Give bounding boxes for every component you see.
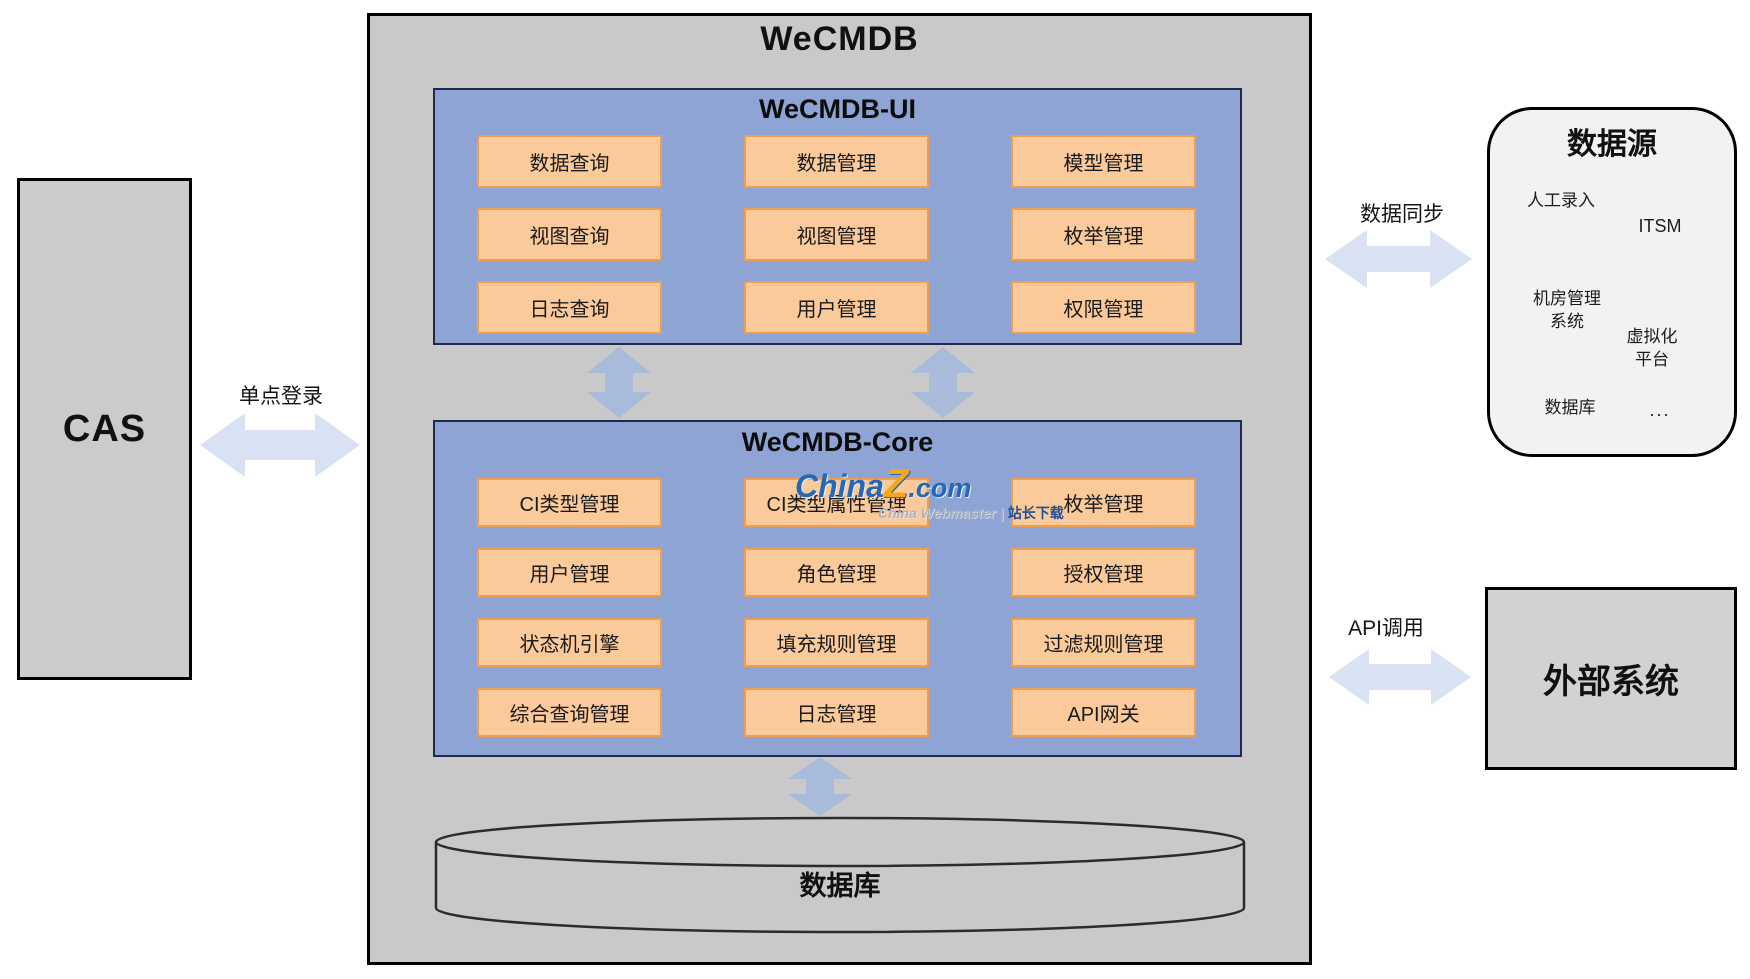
ui-module-button: 用户管理 [744, 281, 929, 334]
wecmdb-ui-title: WeCMDB-UI [759, 94, 916, 124]
data-source-title: 数据源 [1567, 128, 1657, 161]
ui-module-button: 视图查询 [477, 208, 662, 261]
core-module-grid: CI类型管理 CI类型属性管理 枚举管理 用户管理 角色管理 授权管理 状态机引… [477, 478, 1196, 737]
core-module-button: 角色管理 [744, 548, 929, 597]
ui-module-button: 数据查询 [477, 135, 662, 188]
watermark-subtext-en: China Webmaster | [878, 505, 1008, 521]
watermark-brand-z: Z [883, 462, 909, 506]
cas-label: CAS [62, 407, 147, 450]
watermark-brand-china: China [795, 468, 884, 504]
sso-double-arrow-icon [200, 413, 360, 477]
core-module-button: 填充规则管理 [744, 618, 929, 667]
core-module-button: 授权管理 [1011, 548, 1196, 597]
data-sync-label: 数据同步 [1360, 203, 1444, 226]
data-source-item: 数据库 [1544, 398, 1596, 417]
ui-module-button: 日志查询 [477, 281, 662, 334]
watermark-subtext-cn: 站长下载 [1007, 505, 1064, 521]
data-source-box [1487, 107, 1737, 457]
core-module-button: CI类型属性管理 [744, 478, 929, 527]
ui-module-button: 数据管理 [744, 135, 929, 188]
database-label: 数据库 [799, 871, 881, 901]
ui-module-button: 权限管理 [1011, 281, 1196, 334]
core-module-button: API网关 [1011, 688, 1196, 737]
core-module-button: 枚举管理 [1011, 478, 1196, 527]
core-module-button: 综合查询管理 [477, 688, 662, 737]
core-module-button: 状态机引擎 [477, 618, 662, 667]
external-system-label: 外部系统 [1543, 663, 1679, 701]
data-source-item: ITSM [1638, 216, 1682, 236]
core-db-double-arrow-icon [788, 757, 852, 816]
core-module-button: CI类型管理 [477, 478, 662, 527]
sso-label: 单点登录 [239, 385, 323, 408]
watermark-brand-com: .com [908, 473, 972, 503]
ui-module-grid: 数据查询 数据管理 模型管理 视图查询 视图管理 枚举管理 日志查询 用户管理 … [477, 135, 1196, 334]
watermark-subtext: China Webmaster | 站长下载 [878, 503, 1064, 523]
core-module-button: 用户管理 [477, 548, 662, 597]
data-source-item: 机房管理系统 [1533, 289, 1601, 331]
ui-core-double-arrow-icon [587, 347, 651, 418]
data-source-item: 虚拟化平台 [1626, 327, 1678, 369]
database-cylinder [434, 816, 1246, 934]
core-module-button: 过滤规则管理 [1011, 618, 1196, 667]
ui-module-button: 模型管理 [1011, 135, 1196, 188]
api-call-double-arrow-icon [1329, 649, 1471, 705]
data-source-item: ... [1649, 400, 1671, 420]
ui-module-button: 枚举管理 [1011, 208, 1196, 261]
ui-core-double-arrow-icon [911, 347, 975, 418]
api-call-label: API调用 [1348, 617, 1424, 640]
core-module-button: 日志管理 [744, 688, 929, 737]
watermark-logo: ChinaZ.com [795, 462, 971, 507]
data-source-item: 人工录入 [1527, 191, 1595, 210]
data-sync-double-arrow-icon [1325, 230, 1472, 288]
wecmdb-title: WeCMDB [760, 20, 919, 58]
wecmdb-core-title: WeCMDB-Core [741, 427, 934, 457]
ui-module-button: 视图管理 [744, 208, 929, 261]
cas-box: CAS [17, 178, 192, 680]
external-system-box: 外部系统 [1485, 587, 1737, 770]
